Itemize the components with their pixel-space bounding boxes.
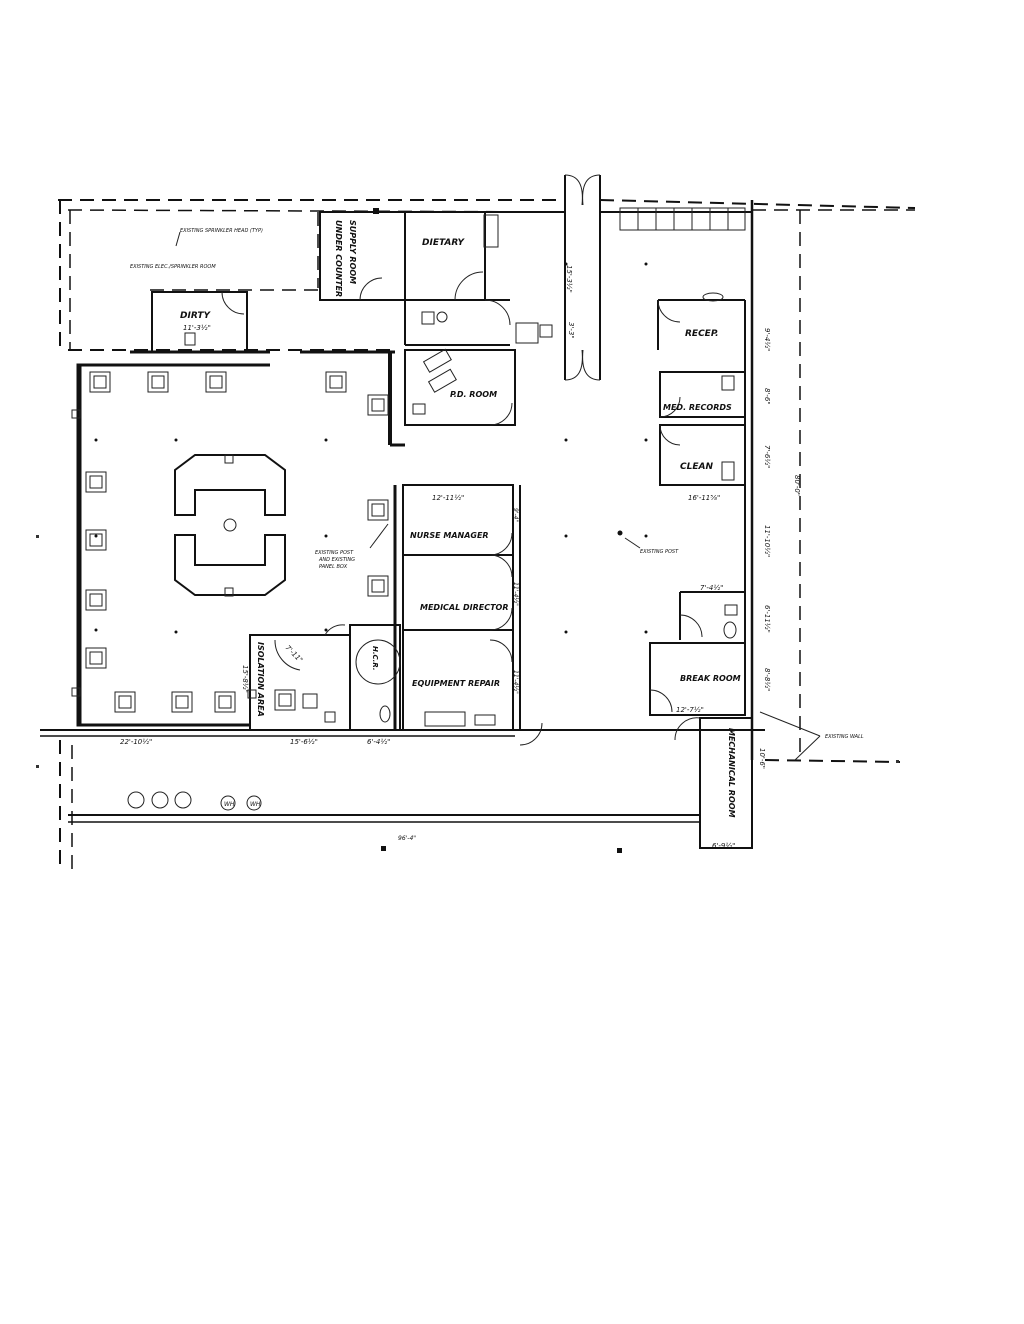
walls (40, 175, 765, 849)
dim-mech-width: 6'-9½" (712, 842, 735, 850)
room-labels: SUPPLY ROOM UNDER COUNTER DIETARY DIRTY … (180, 220, 741, 818)
room-label-isolation-area: ISOLATION AREA (256, 642, 265, 717)
scan-specks (36, 535, 899, 768)
room-label-recep: RECEP. (685, 329, 719, 339)
dim-nurse-height: 9'-4" (512, 508, 519, 522)
dim-dirty-width: 11'-3½" (183, 324, 211, 332)
water-tanks (127, 791, 262, 811)
note-existing-wall: EXISTING WALL (825, 734, 864, 740)
dim-mech-height: 10'-6" (758, 748, 766, 769)
dim-right-mid: 11'-10½" (763, 525, 771, 557)
dim-equip-height: 11'-4½" (512, 670, 519, 694)
dim-bottom-overall: 96'-4" (398, 835, 416, 842)
water-heater-1-label: WH (224, 801, 235, 808)
note-existing-post-panel-line3: PANEL BOX (319, 564, 348, 570)
dim-entry-depth: 15'-3½" (565, 265, 573, 293)
patient-chairs (71, 371, 389, 713)
water-heater-2-icon (246, 795, 262, 811)
room-label-clean: CLEAN (680, 462, 713, 472)
room-label-dirty: DIRTY (180, 311, 211, 321)
room-label-mechanical-room: MECHANICAL ROOM (727, 728, 736, 818)
note-existing-post-panel-line1: EXISTING POST (315, 550, 354, 556)
dim-med-dir-height: 11'-4½" (512, 582, 519, 606)
room-label-nurse-manager: NURSE MANAGER (410, 531, 489, 540)
door-swings (221, 174, 703, 746)
dim-bottom-left: 22'-10½" (120, 738, 152, 746)
dim-vestibule: 3'-3" (567, 322, 575, 339)
room-label-break-room: BREAK ROOM (680, 674, 741, 683)
room-label-hcr: H.C.R. (371, 646, 379, 671)
dimensions: 11'-3½" 15'-3½" 3'-3" 9'-4½" 8'-6" 7'-6½… (120, 265, 801, 850)
room-label-under-counter: UNDER COUNTER (334, 220, 343, 297)
dim-break-height: 8'-8½" (763, 668, 771, 691)
dim-clean-height: 7'-6½" (763, 445, 771, 468)
room-label-equipment-repair: EQUIPMENT REPAIR (412, 679, 500, 688)
dim-bottom-iso: 15'-6½" (290, 738, 318, 746)
dim-toilet-width: 7'-4½" (700, 584, 723, 592)
note-existing-post-panel-line2: AND EXISTING (318, 557, 355, 563)
dim-recep-height: 9'-4½" (763, 328, 771, 351)
note-elec-sprinkler-room: EXISTING ELEC./SPRINKLER ROOM (130, 264, 216, 270)
room-label-medical-director: MEDICAL DIRECTOR (420, 603, 509, 612)
room-label-pd-room: P.D. ROOM (450, 390, 497, 399)
dim-med-records-height: 8'-6" (763, 388, 771, 405)
room-label-supply-room: SUPPLY ROOM (348, 220, 357, 284)
notes: EXISTING SPRINKLER HEAD (TYP) EXISTING E… (130, 228, 864, 808)
leader-lines (175, 231, 821, 761)
fixtures (184, 207, 746, 727)
water-heater-1-icon (220, 795, 236, 811)
note-sprinkler-head: EXISTING SPRINKLER HEAD (TYP) (180, 228, 263, 234)
dim-clean-width: 16'-11⅝" (688, 494, 720, 502)
dim-iso-height: 15'-8½" (241, 665, 249, 693)
existing-building-outline (58, 199, 916, 870)
room-label-dietary: DIETARY (422, 238, 465, 248)
nurse-station (174, 454, 286, 597)
dim-iso-door: 7'-11" (284, 644, 305, 665)
water-heater-2-label: WH (250, 801, 261, 808)
dim-nurse-width: 12'-11½" (432, 494, 464, 502)
columns (94, 208, 648, 853)
dim-break-width: 12'-7½" (676, 706, 704, 714)
note-existing-post: EXISTING POST (640, 549, 679, 555)
dim-right-overall: 80'-0" (793, 475, 801, 496)
dim-bottom-hcr: 6'-4½" (367, 738, 390, 746)
room-label-med-records: MED. RECORDS (663, 403, 732, 412)
dim-toilet-height: 6'-11½" (763, 605, 771, 633)
